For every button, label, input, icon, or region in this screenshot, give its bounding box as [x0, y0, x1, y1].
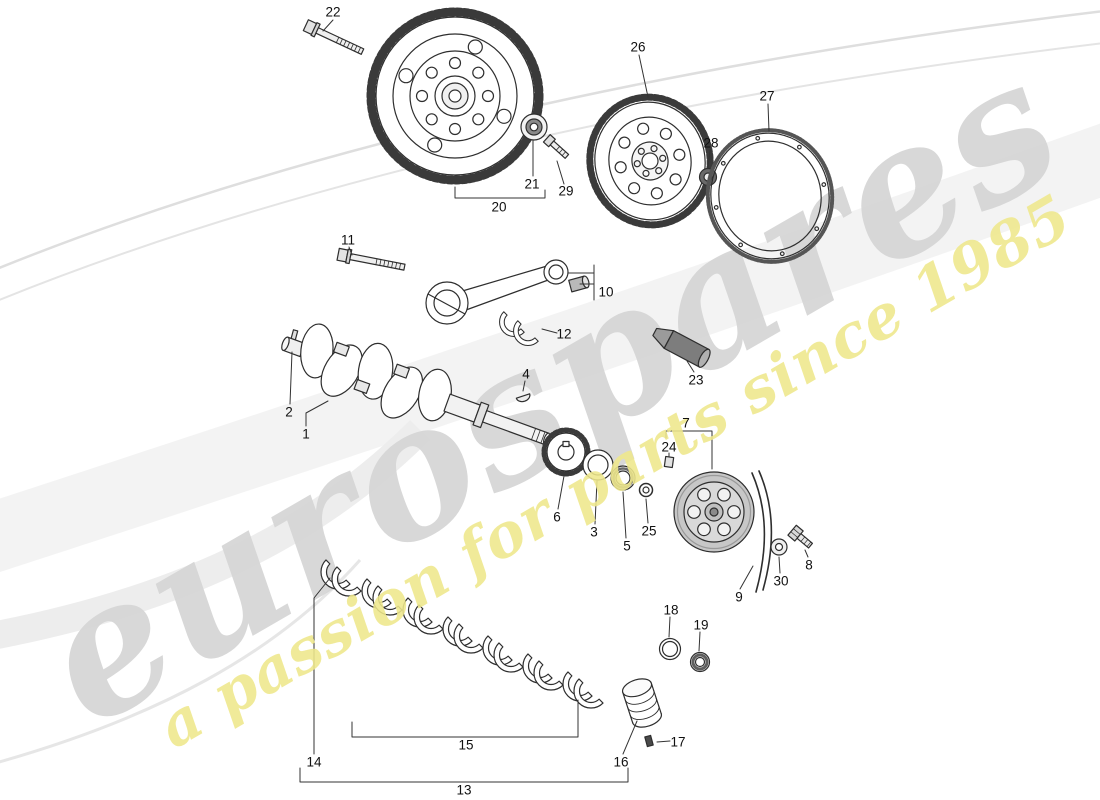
ring-19-drawing [689, 651, 711, 673]
flywheel-26-drawing [586, 93, 714, 229]
callout-22: 22 [325, 4, 341, 20]
swoosh-band [0, 123, 1100, 573]
bearing-21-drawing [520, 113, 548, 141]
sleeve-16-drawing [621, 678, 663, 728]
callout-1: 1 [302, 426, 310, 442]
callout-17: 17 [670, 734, 686, 750]
callout-3: 3 [590, 524, 598, 540]
ring-18-drawing [658, 637, 682, 661]
part-24-drawing [663, 455, 675, 469]
leader-lines [289, 19, 809, 783]
callout-9: 9 [735, 589, 743, 605]
dual-mass-flywheel-drawing [366, 7, 544, 185]
pulley-drawing [673, 471, 755, 553]
belt-drawing [751, 470, 773, 593]
callout-16: 16 [613, 754, 629, 770]
connecting-rod-drawing [425, 259, 590, 325]
callout-15: 15 [458, 737, 474, 753]
callout-7: 7 [682, 415, 690, 431]
clip-17-drawing [644, 734, 654, 748]
callout-24: 24 [661, 439, 677, 455]
part-23-drawing [652, 327, 711, 368]
callout-13: 13 [456, 782, 472, 798]
callout-27: 27 [759, 88, 775, 104]
callout-21: 21 [524, 176, 540, 192]
woodruff-key-drawing [515, 393, 531, 403]
washer-25-drawing [638, 482, 654, 498]
callout-30: 30 [773, 573, 789, 589]
bolt-29-drawing [542, 134, 570, 159]
callout-10: 10 [598, 284, 614, 300]
callout-8: 8 [805, 557, 813, 573]
callout-26: 26 [630, 39, 646, 55]
callout-18: 18 [663, 602, 679, 618]
crankshaft-drawing [281, 323, 551, 446]
washer-30-drawing [770, 538, 788, 556]
callout-19: 19 [693, 617, 709, 633]
swoosh-band [0, 420, 430, 649]
callout-6: 6 [553, 509, 561, 525]
seal-5-drawing [610, 465, 636, 491]
callout-25: 25 [641, 523, 657, 539]
callout-2: 2 [285, 404, 293, 420]
callout-11: 11 [340, 232, 356, 248]
callout-5: 5 [623, 538, 631, 554]
swoosh-curve [0, 559, 362, 764]
callout-28: 28 [703, 135, 719, 151]
ring-gear-27-drawing [705, 128, 835, 264]
callout-12: 12 [556, 326, 572, 342]
callout-23: 23 [688, 372, 704, 388]
bolt-8-drawing [787, 524, 814, 549]
gear-6-drawing [541, 427, 591, 477]
callout-29: 29 [558, 183, 574, 199]
bolt-22-drawing [302, 19, 365, 55]
callout-20: 20 [491, 199, 507, 215]
callout-4: 4 [522, 366, 530, 382]
callout-14: 14 [306, 754, 322, 770]
ring-3-drawing [582, 449, 614, 481]
bolt-11-drawing [336, 247, 406, 271]
